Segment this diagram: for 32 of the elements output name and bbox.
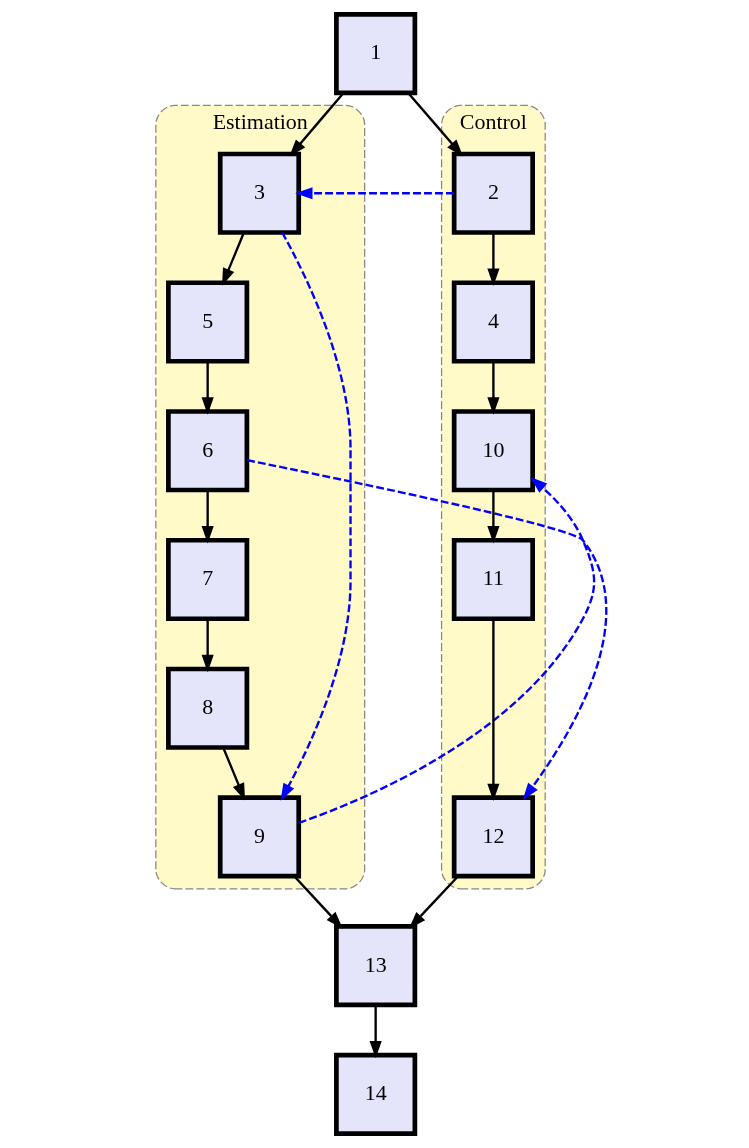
arrow <box>369 1004 382 1059</box>
node-box: 11 <box>451 537 535 622</box>
arrow <box>221 232 245 286</box>
arrow <box>201 361 214 415</box>
arrow <box>288 92 344 157</box>
arrow <box>201 618 214 673</box>
arrow <box>201 490 214 544</box>
node-box: 8 <box>165 666 249 750</box>
arrow <box>486 490 499 544</box>
node-box: 7 <box>165 537 249 622</box>
arrow <box>408 875 459 929</box>
node-box: 12 <box>451 795 535 879</box>
arrow <box>486 619 499 802</box>
node-box: 4 <box>451 280 535 364</box>
arrow <box>486 232 499 286</box>
node-box: 3 <box>217 151 301 235</box>
node-box: 6 <box>165 409 249 493</box>
node-box: 5 <box>165 280 249 364</box>
node-box: 9 <box>217 795 301 879</box>
node-box: 13 <box>333 924 417 1008</box>
node-box: 2 <box>451 151 535 235</box>
arrow <box>221 747 245 801</box>
arrow <box>246 459 607 801</box>
arrow <box>280 231 352 801</box>
node-box: 10 <box>451 409 535 493</box>
node-box: 14 <box>333 1052 417 1137</box>
arrow <box>407 92 463 157</box>
node-box: 1 <box>333 11 417 96</box>
arrow <box>294 187 454 200</box>
arrow <box>298 476 595 824</box>
arrow <box>486 361 499 415</box>
arrow <box>292 875 343 929</box>
